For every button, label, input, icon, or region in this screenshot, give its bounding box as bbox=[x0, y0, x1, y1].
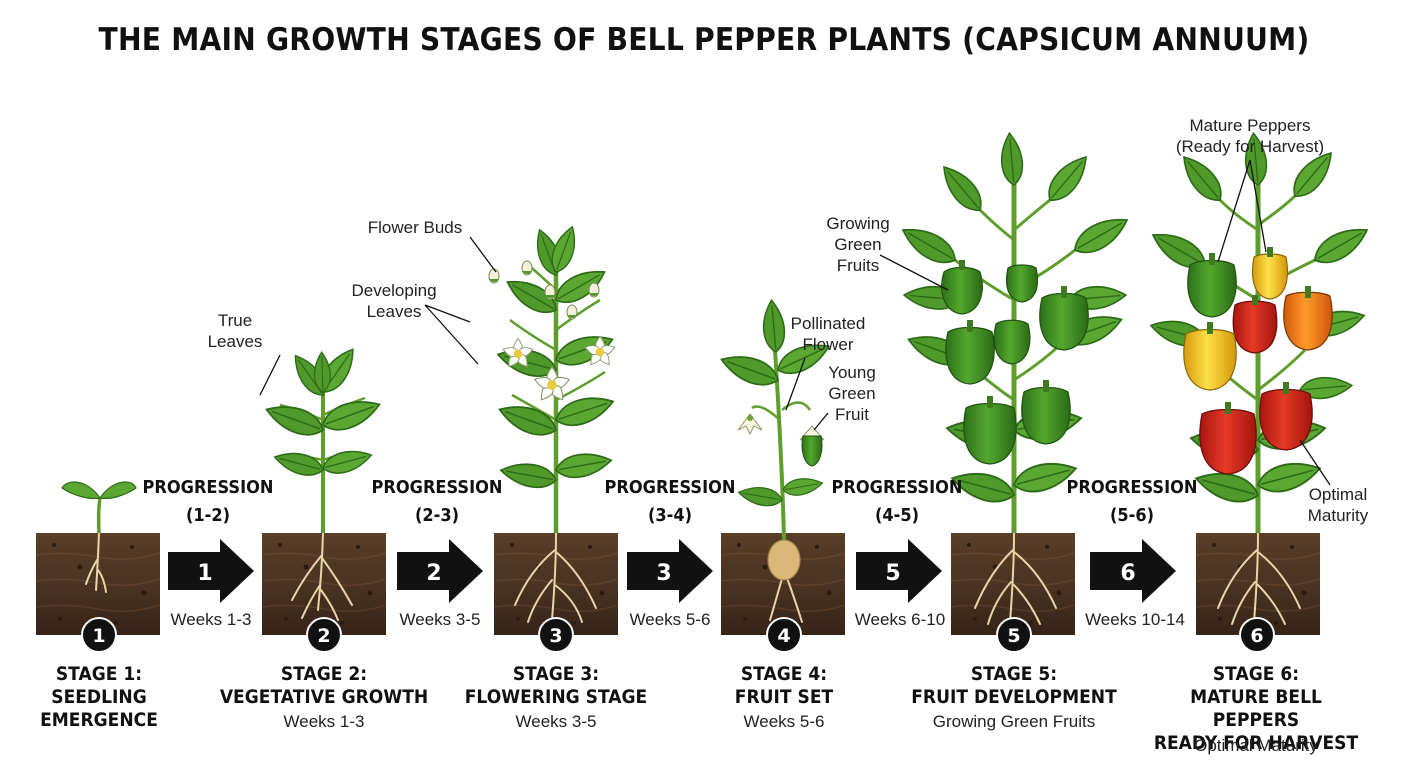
vegetative-plant bbox=[263, 344, 384, 533]
progression-label-3: PROGRESSION (3-4) bbox=[604, 477, 736, 526]
annotation-optimal-maturity: Optimal Maturity bbox=[1307, 485, 1369, 525]
stage-title-2: STAGE 2: VEGETATIVE GROWTH bbox=[219, 663, 429, 708]
annotation-flower-buds: Flower Buds bbox=[367, 218, 463, 237]
progression-weeks-4: Weeks 6-10 bbox=[854, 610, 946, 629]
fruit-set-plant bbox=[718, 299, 834, 581]
flowering-plant bbox=[488, 224, 617, 533]
stage-number-5: 5 bbox=[1007, 625, 1020, 647]
stage-title-1: STAGE 1: SEEDLING EMERGENCE bbox=[40, 663, 158, 731]
stage-title-4: STAGE 4: FRUIT SET bbox=[734, 663, 834, 708]
stage-badge-2: 2 bbox=[306, 617, 342, 653]
progression-label-4: PROGRESSION (4-5) bbox=[831, 477, 963, 526]
stage-badge-6: 6 bbox=[1239, 617, 1275, 653]
annotation-true-leaves: True Leaves bbox=[207, 311, 263, 351]
progression-weeks-1: Weeks 1-3 bbox=[170, 610, 252, 629]
stage-badge-4: 4 bbox=[766, 617, 802, 653]
stage-badge-5: 5 bbox=[996, 617, 1032, 653]
progression-label-5: PROGRESSION (5-6) bbox=[1066, 477, 1198, 526]
annotation-leaders bbox=[259, 159, 1331, 486]
mature-plant bbox=[1147, 132, 1373, 533]
stage-number-2: 2 bbox=[317, 625, 330, 647]
seedling-plant bbox=[61, 481, 137, 534]
stage-badge-3: 3 bbox=[538, 617, 574, 653]
roots bbox=[85, 532, 1301, 625]
arrow-number-2: 2 bbox=[426, 561, 441, 586]
progression-weeks-2: Weeks 3-5 bbox=[399, 610, 481, 629]
stage-subtitle-3: Weeks 3-5 bbox=[515, 712, 597, 731]
stage-title-5: STAGE 5: FRUIT DEVELOPMENT bbox=[911, 663, 1117, 708]
stage-subtitle-2: Weeks 1-3 bbox=[283, 712, 365, 731]
fruit-development-plant bbox=[897, 132, 1133, 533]
arrow-number-3: 3 bbox=[656, 561, 671, 586]
stage-number-6: 6 bbox=[1250, 625, 1263, 647]
diagram-title: THE MAIN GROWTH STAGES OF BELL PEPPER PL… bbox=[98, 22, 1310, 58]
arrow-number-5: 6 bbox=[1120, 561, 1135, 586]
stage-title-3: STAGE 3: FLOWERING STAGE bbox=[464, 663, 648, 708]
stage-badge-1: 1 bbox=[81, 617, 117, 653]
annotation-young-green-fruit: Young Green Fruit bbox=[828, 363, 876, 424]
progression-label-1: PROGRESSION (1-2) bbox=[142, 477, 274, 526]
stage-subtitle-6: Optimal Maturity bbox=[1194, 736, 1318, 755]
annotation-pollinated-flower: Pollinated Flower bbox=[790, 314, 866, 354]
arrow-number-1: 1 bbox=[197, 561, 212, 586]
stage-subtitle-4: Weeks 5-6 bbox=[743, 712, 825, 731]
progression-weeks-5: Weeks 10-14 bbox=[1085, 610, 1185, 629]
annotation-developing-leaves: Developing Leaves bbox=[351, 281, 437, 321]
progression-weeks-3: Weeks 5-6 bbox=[629, 610, 711, 629]
stage-number-4: 4 bbox=[777, 625, 790, 647]
annotation-mature-peppers: Mature Peppers (Ready for Harvest) bbox=[1175, 116, 1325, 156]
stage-number-3: 3 bbox=[549, 625, 562, 647]
progression-label-2: PROGRESSION (2-3) bbox=[371, 477, 503, 526]
stage-title-6: STAGE 6: MATURE BELL PEPPERS READY FOR H… bbox=[1153, 663, 1359, 754]
stage-subtitle-5: Growing Green Fruits bbox=[932, 712, 1096, 731]
arrow-number-4: 5 bbox=[885, 561, 900, 586]
stage-number-1: 1 bbox=[92, 625, 105, 647]
annotation-growing-green-fruits: Growing Green Fruits bbox=[826, 214, 890, 275]
